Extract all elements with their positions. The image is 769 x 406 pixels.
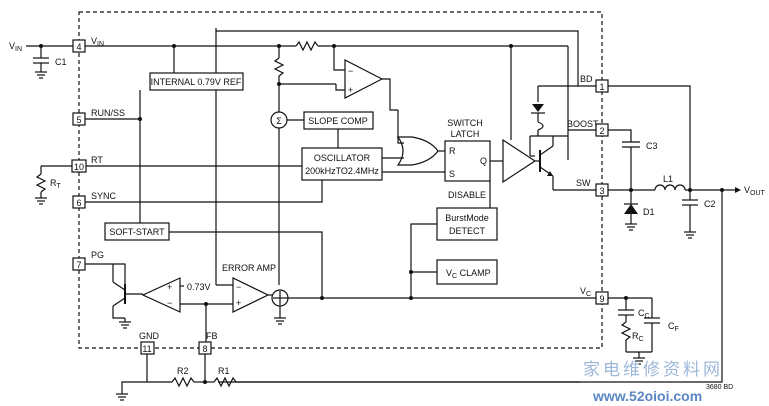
pin-sync-number: 6 bbox=[76, 198, 81, 208]
switch-latch-title2: LATCH bbox=[451, 129, 480, 139]
pin-gnd-number: 11 bbox=[142, 344, 151, 354]
or-gate bbox=[396, 136, 439, 166]
rc-label: RC bbox=[632, 331, 644, 343]
watermark-chinese: 家电维修资料网 bbox=[583, 360, 723, 380]
internal-reference-label: INTERNAL 0.79V REF bbox=[151, 77, 242, 87]
pin-sw: 3 SW bbox=[576, 178, 609, 197]
c3-label: C3 bbox=[646, 141, 658, 151]
summing-node-label: Σ bbox=[276, 116, 282, 126]
burst-detect-label: DETECT bbox=[449, 226, 486, 236]
c2-label: C2 bbox=[704, 199, 716, 209]
pin-run-ss-label: RUN/SS bbox=[91, 108, 125, 118]
d1-label: D1 bbox=[643, 207, 655, 217]
amp-minus-sign: − bbox=[348, 66, 353, 76]
vc-clamp-block bbox=[436, 259, 498, 285]
cf-label: CF bbox=[668, 321, 679, 333]
pin-bd-number: 1 bbox=[599, 82, 604, 92]
driver-buffer bbox=[502, 138, 537, 184]
inductor-l1 bbox=[654, 184, 686, 191]
latch-r-label: R bbox=[449, 146, 456, 156]
ground-symbol bbox=[119, 321, 131, 329]
rt-external-label: RT bbox=[50, 178, 62, 190]
pin-bd-label: BD bbox=[580, 74, 593, 84]
pin-vin: 4 VIN bbox=[72, 36, 104, 53]
latch-s-label: S bbox=[449, 169, 455, 179]
pin-pg-label: PG bbox=[91, 250, 104, 260]
vin-external-label: VIN bbox=[9, 41, 22, 53]
switch-latch-block bbox=[444, 140, 491, 182]
pin-fb: 8 FB bbox=[198, 331, 218, 355]
error-amp-plus: + bbox=[236, 298, 241, 308]
v073-label: 0.73V bbox=[187, 282, 211, 292]
pin-boost: 2 BOOST bbox=[567, 119, 609, 137]
pin-vin-label: VIN bbox=[91, 36, 104, 48]
ground-symbol bbox=[684, 231, 696, 239]
oscillator-range: 200kHzTO2.4MHz bbox=[305, 166, 379, 176]
error-amp bbox=[232, 277, 270, 313]
ground-symbol bbox=[35, 197, 47, 205]
pin-bd: 1 BD bbox=[580, 74, 609, 93]
vc-clamp-label: VC CLAMP bbox=[446, 268, 491, 280]
pin-pg: 7 PG bbox=[72, 250, 104, 271]
pin-rt-number: 10 bbox=[74, 162, 84, 172]
c1-label: C1 bbox=[55, 57, 67, 67]
ground-symbol bbox=[35, 71, 47, 79]
pin-sw-label: SW bbox=[576, 178, 591, 188]
internal-reference-block bbox=[149, 72, 244, 91]
r2-label: R2 bbox=[177, 366, 189, 376]
error-amp-minus: − bbox=[236, 282, 241, 292]
resistor-r2 bbox=[171, 376, 195, 388]
pin-run-ss-number: 5 bbox=[76, 115, 81, 125]
watermark-url: www.52oioi.com bbox=[592, 388, 702, 404]
pg-comp-plus: + bbox=[167, 282, 172, 292]
cc-label: CC bbox=[638, 308, 650, 320]
burst-mode-label: BurstMode bbox=[445, 213, 489, 223]
pin-vc-label: VC bbox=[580, 286, 591, 298]
pin-sw-number: 3 bbox=[599, 186, 604, 196]
vout-label: VOUT bbox=[744, 185, 766, 197]
pin-gnd-label: GND bbox=[139, 331, 160, 341]
oscillator-block bbox=[301, 147, 383, 181]
resistor-r1 bbox=[213, 376, 237, 388]
ground-symbol bbox=[274, 317, 286, 325]
pin-run-ss: 5 RUN/SS bbox=[72, 108, 125, 126]
pg-comparator bbox=[141, 277, 181, 313]
pin-rt-label: RT bbox=[91, 155, 103, 165]
ic-boundary bbox=[78, 11, 603, 349]
ground-symbol bbox=[625, 223, 637, 231]
pin-sync-label: SYNC bbox=[91, 191, 117, 201]
pin-pg-number: 7 bbox=[76, 260, 81, 270]
switch-latch-title1: SWITCH bbox=[447, 118, 483, 128]
pin-vc: 9 VC bbox=[580, 286, 609, 305]
latch-q-label: Q bbox=[480, 156, 487, 166]
figure-code: 3680 BD bbox=[706, 384, 733, 391]
r1-label: R1 bbox=[218, 366, 230, 376]
ground-symbol bbox=[633, 357, 645, 365]
pg-comp-minus: − bbox=[167, 298, 172, 308]
pin-fb-number: 8 bbox=[202, 344, 207, 354]
pin-boost-label: BOOST bbox=[567, 119, 599, 129]
ground-symbol bbox=[116, 393, 128, 401]
soft-start-label: SOFT-START bbox=[109, 227, 165, 237]
pin-gnd: 11 GND bbox=[139, 331, 160, 355]
pin-boost-number: 2 bbox=[599, 126, 604, 136]
pin-vin-number: 4 bbox=[76, 42, 81, 52]
error-amp-label: ERROR AMP bbox=[222, 263, 276, 273]
amp-plus-sign: + bbox=[348, 85, 353, 95]
oscillator-label: OSCILLATOR bbox=[314, 153, 371, 163]
pin-rt: 10 RT bbox=[71, 155, 103, 173]
pin-fb-label: FB bbox=[206, 331, 218, 341]
pin-vc-number: 9 bbox=[599, 294, 604, 304]
l1-label: L1 bbox=[663, 174, 673, 184]
slope-comp-label: SLOPE COMP bbox=[308, 116, 368, 126]
current-sense-amp bbox=[344, 59, 384, 99]
disable-label: DISABLE bbox=[448, 190, 486, 200]
